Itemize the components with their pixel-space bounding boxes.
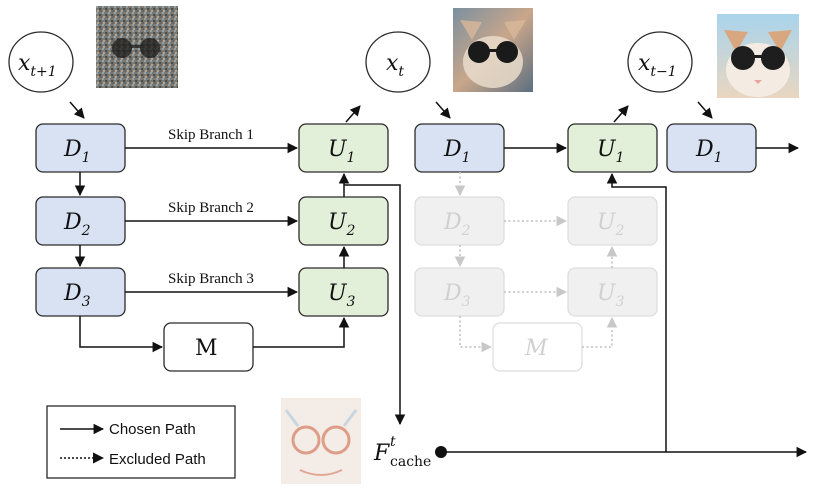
- svg-text:D1: D1: [443, 137, 471, 166]
- left-u3-block: U3: [298, 267, 389, 317]
- left-d1-block: D1: [35, 123, 126, 173]
- cache-feature-map-image: [281, 398, 361, 484]
- svg-text:U3: U3: [328, 281, 356, 310]
- svg-text:D1: D1: [695, 137, 723, 166]
- right-u1-block: U1: [567, 123, 658, 173]
- svg-text:U1: U1: [328, 137, 355, 166]
- right-d2-block-excluded: D2: [414, 196, 505, 246]
- skip-branch-1-label: Skip Branch 1: [168, 127, 254, 143]
- svg-text:U3: U3: [597, 281, 625, 310]
- legend: Chosen Path Excluded Path: [46, 405, 236, 479]
- svg-text:U2: U2: [328, 210, 356, 239]
- right-u3-block-excluded: U3: [567, 267, 658, 317]
- svg-text:U2: U2: [597, 210, 625, 239]
- left-u1-block: U1: [298, 123, 389, 173]
- skip-branch-3-label: Skip Branch 3: [168, 271, 254, 287]
- right-d3-block-excluded: D3: [414, 267, 505, 317]
- noisy-cat-image: [96, 6, 178, 88]
- next-d1-block: D1: [666, 123, 757, 173]
- partially-denoised-cat-image: [453, 8, 533, 92]
- skip-branch-2-label: Skip Branch 2: [168, 200, 254, 216]
- svg-text:t: t: [390, 434, 396, 450]
- f-cache-label: F t cache: [373, 434, 431, 470]
- svg-text:D3: D3: [63, 281, 91, 310]
- svg-text:U1: U1: [597, 137, 624, 166]
- svg-text:xt+1: xt+1: [18, 51, 57, 80]
- svg-text:D3: D3: [443, 281, 471, 310]
- right-u2-block-excluded: U2: [567, 196, 658, 246]
- svg-text:D2: D2: [63, 210, 91, 239]
- svg-text:D2: D2: [443, 210, 471, 239]
- output-node-x-t-minus-1: xt−1: [627, 31, 693, 93]
- left-u2-block: U2: [298, 196, 389, 246]
- svg-text:xt−1: xt−1: [638, 51, 677, 80]
- left-d2-block: D2: [35, 196, 126, 246]
- legend-excluded-label: Excluded Path: [109, 451, 206, 468]
- svg-text:M: M: [195, 336, 218, 361]
- legend-chosen-label: Chosen Path: [109, 421, 196, 438]
- clean-cat-image: [717, 14, 799, 98]
- svg-text:cache: cache: [390, 454, 431, 470]
- right-m-block-excluded: M: [492, 322, 583, 372]
- svg-text:xt: xt: [386, 51, 404, 80]
- svg-text:M: M: [524, 336, 548, 361]
- svg-text:F: F: [373, 441, 390, 466]
- svg-text:D1: D1: [63, 137, 91, 166]
- right-d1-block: D1: [414, 123, 505, 173]
- left-m-block: M: [163, 322, 254, 372]
- input-node-x-t-plus-1: xt+1: [8, 31, 74, 93]
- left-d3-block: D3: [35, 267, 126, 317]
- output-node-x-t: xt: [365, 31, 431, 93]
